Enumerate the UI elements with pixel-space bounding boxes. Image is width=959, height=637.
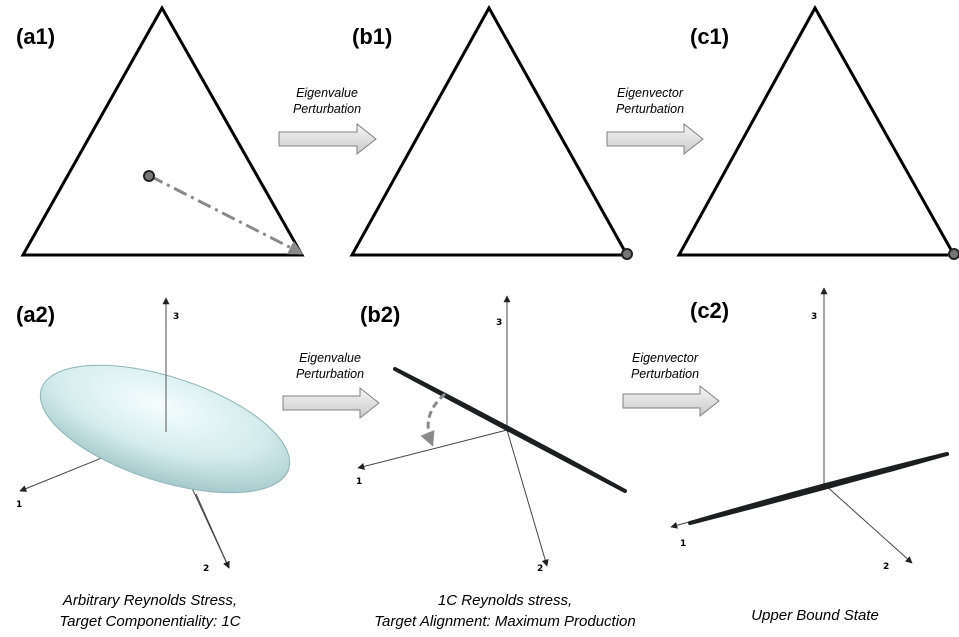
arrow-label-line: Eigenvector xyxy=(631,351,698,365)
stress-state-marker-b1 xyxy=(621,248,633,260)
arrow-label-bottom-2: Eigenvector Perturbation xyxy=(605,350,725,382)
panel-label-a2: (a2) xyxy=(16,302,56,327)
rotation-indicator-arrow xyxy=(420,392,446,447)
barycentric-triangle-c1 xyxy=(676,4,957,257)
one-component-stress-needle-b2 xyxy=(393,367,627,493)
one-component-stress-needle-c2 xyxy=(688,452,949,525)
axes-b2 xyxy=(357,295,549,567)
caption-line: Target Componentiality: 1C xyxy=(59,613,241,630)
caption-line: Arbitrary Reynolds Stress, xyxy=(62,592,238,609)
axis-label-2-c2: 2 xyxy=(883,562,889,572)
reynolds-stress-ellipsoid xyxy=(39,364,291,494)
axes-c2 xyxy=(670,287,913,564)
panel-label-c2: (c2) xyxy=(690,298,730,323)
arrow-label-line: Perturbation xyxy=(292,102,362,116)
axis-label-3-b2: 3 xyxy=(496,318,502,328)
panel-label-b2: (b2) xyxy=(360,302,401,327)
caption-a: Arbitrary Reynolds Stress, Target Compon… xyxy=(10,590,290,632)
axis-label-3-a2: 3 xyxy=(173,312,179,322)
stress-state-marker-a1 xyxy=(143,170,155,182)
panel-label-c1: (c1) xyxy=(690,24,730,49)
arrow-label-line: Perturbation xyxy=(295,367,365,381)
arrow-label-line: Eigenvalue xyxy=(296,86,358,100)
caption-b: 1C Reynolds stress, Target Alignment: Ma… xyxy=(335,590,675,632)
arrow-label-bottom-1: Eigenvalue Perturbation xyxy=(270,350,390,382)
axis-label-1-c2: 1 xyxy=(680,539,686,549)
block-arrow-bottom-2 xyxy=(622,384,720,418)
block-arrow-bottom-1 xyxy=(282,386,380,420)
axis-label-2-b2: 2 xyxy=(537,564,543,574)
panel-label-b1: (b1) xyxy=(352,24,393,49)
arrow-label-top-2: Eigenvector Perturbation xyxy=(590,85,710,117)
panel-label-a1: (a1) xyxy=(16,24,56,49)
stress-state-marker-c1 xyxy=(948,248,959,260)
arrow-label-top-1: Eigenvalue Perturbation xyxy=(267,85,387,117)
caption-line: 1C Reynolds stress, xyxy=(437,592,573,609)
caption-line: Target Alignment: Maximum Production xyxy=(374,613,636,630)
arrow-label-line: Eigenvalue xyxy=(299,351,361,365)
barycentric-triangle-b1 xyxy=(349,4,630,257)
axis-label-1-a2: 1 xyxy=(16,500,22,510)
arrow-label-line: Perturbation xyxy=(630,367,700,381)
caption-line: Upper Bound State xyxy=(751,607,879,624)
arrow-label-line: Eigenvector xyxy=(616,86,683,100)
block-arrow-top-2 xyxy=(606,122,704,156)
arrow-label-line: Perturbation xyxy=(615,102,685,116)
trajectory-line xyxy=(149,174,304,255)
block-arrow-top-1 xyxy=(278,122,377,156)
axis-label-3-c2: 3 xyxy=(811,312,817,322)
barycentric-triangle-a1 xyxy=(20,4,305,257)
axis-label-2-a2: 2 xyxy=(203,564,209,574)
axis-label-1-b2: 1 xyxy=(356,477,362,487)
caption-c: Upper Bound State xyxy=(730,605,900,626)
